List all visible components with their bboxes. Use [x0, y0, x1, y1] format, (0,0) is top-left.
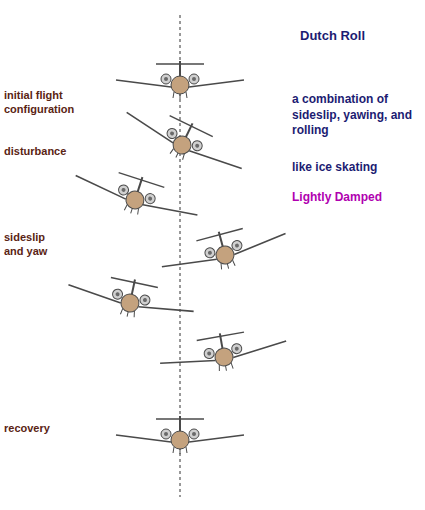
aircraft	[70, 157, 203, 233]
annotation-label: Lightly Damped	[292, 190, 420, 206]
annotation-label: disturbance	[4, 144, 104, 158]
diagram-title: Dutch Roll	[300, 28, 365, 45]
aircraft	[118, 95, 250, 185]
annotation-label: a combination of sideslip, yawing, and r…	[292, 92, 420, 139]
aircraft	[157, 215, 290, 285]
aircraft	[116, 61, 244, 99]
annotation-label: like ice skating	[292, 160, 420, 176]
annotation-label: recovery	[4, 421, 104, 435]
annotation-label: initial flight configuration	[4, 88, 104, 117]
aircraft	[64, 266, 197, 330]
aircraft	[157, 322, 290, 382]
annotation-label: sideslip and yaw	[4, 230, 66, 259]
aircraft	[116, 416, 244, 454]
